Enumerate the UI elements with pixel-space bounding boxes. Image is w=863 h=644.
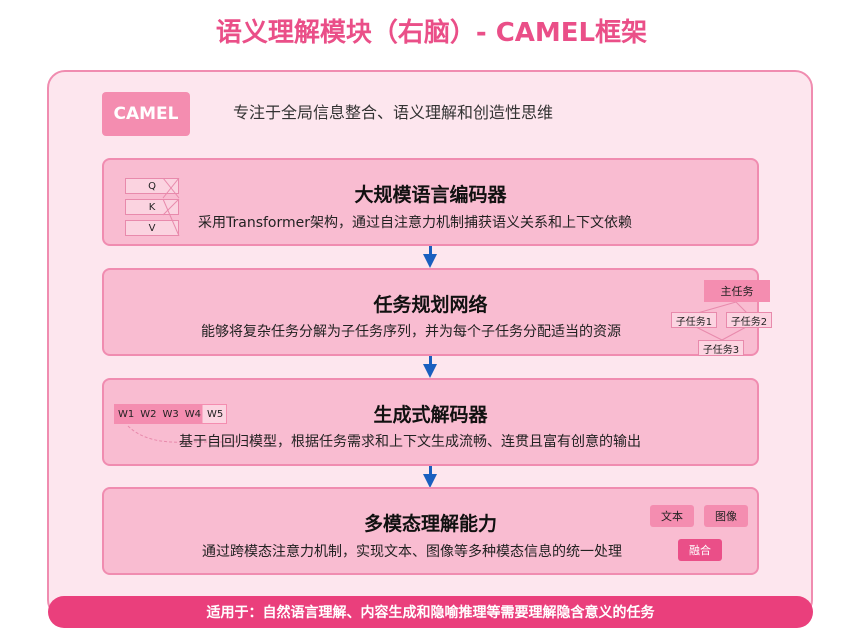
- subtask-node-3: 子任务3: [698, 340, 744, 356]
- qkv-k-box: K: [125, 199, 179, 215]
- encoder-desc: 采用Transformer架构，通过自注意力机制捕获语义关系和上下文依赖: [198, 215, 633, 231]
- subtask-node-1: 子任务1: [671, 312, 717, 328]
- multimodal-desc: 通过跨模态注意力机制，实现文本、图像等多种模态信息的统一处理: [202, 544, 622, 560]
- token-w1: W1: [118, 408, 135, 420]
- token-w5: W5: [207, 408, 224, 420]
- module-tagline: 专注于全局信息整合、语义理解和创造性思维: [233, 103, 554, 122]
- qkv-q-box: Q: [125, 178, 179, 194]
- planner-title: 任务规划网络: [373, 294, 488, 316]
- applicability-banner: 适用于：自然语言理解、内容生成和隐喻推理等需要理解隐含意义的任务: [48, 596, 813, 628]
- flow-arrow-shaft: [429, 356, 432, 364]
- image-modality-chip: 图像: [704, 505, 748, 527]
- qkv-v-box: V: [125, 220, 179, 236]
- page-title: 语义理解模块（右脑）- CAMEL框架: [215, 18, 648, 48]
- decoder-desc: 基于自回归模型，根据任务需求和上下文生成流畅、连贯且富有创意的输出: [179, 434, 641, 450]
- flow-arrow-icon: [423, 254, 437, 268]
- decoder-title: 生成式解码器: [373, 404, 488, 426]
- attention-lines-icon: [162, 178, 180, 236]
- flow-arrow-shaft: [429, 466, 432, 474]
- flow-arrow-icon: [423, 474, 437, 488]
- autoregressive-loop-icon: [127, 425, 276, 443]
- encoder-card: Q K V 大规模语言编码器 采用Transformer架构，通过自注意力机制捕…: [102, 158, 759, 246]
- planner-desc: 能够将复杂任务分解为子任务序列，并为每个子任务分配适当的资源: [201, 324, 621, 340]
- multimodal-title: 多模态理解能力: [363, 513, 497, 535]
- subtask-node-2: 子任务2: [726, 312, 772, 328]
- camel-logo: CAMEL: [102, 92, 190, 136]
- decoder-card: W1 W2 W3 W4 W5 生成式解码器 基于自回归模型，根据任务需求和上下文…: [102, 378, 759, 466]
- token-w4: W4: [184, 408, 201, 420]
- planner-card: 任务规划网络 能够将复杂任务分解为子任务序列，并为每个子任务分配适当的资源: [102, 268, 759, 356]
- token-w3: W3: [162, 408, 179, 420]
- main-task-node: 主任务: [704, 280, 770, 302]
- encoder-title: 大规模语言编码器: [354, 184, 507, 206]
- token-w2: W2: [140, 408, 157, 420]
- multimodal-card: 多模态理解能力 通过跨模态注意力机制，实现文本、图像等多种模态信息的统一处理 文…: [102, 487, 759, 575]
- text-modality-chip: 文本: [650, 505, 694, 527]
- flow-arrow-icon: [423, 364, 437, 378]
- fusion-chip: 融合: [678, 539, 722, 561]
- flow-arrow-shaft: [429, 246, 432, 254]
- token-sequence: W1 W2 W3 W4 W5: [114, 404, 228, 424]
